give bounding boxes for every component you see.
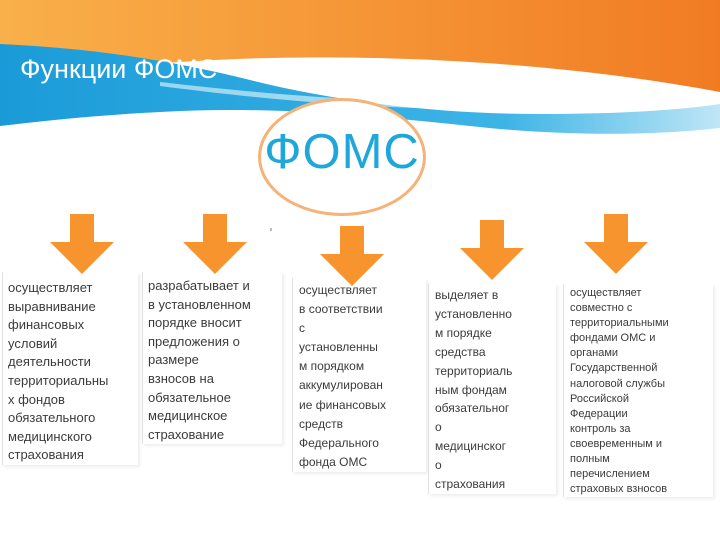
blue-wave <box>0 44 720 134</box>
center-oval <box>258 98 426 216</box>
center-label: ФОМС <box>264 125 420 179</box>
arrow-down-icon <box>50 214 114 274</box>
arrow-down-icon <box>320 226 384 286</box>
stray-dot <box>270 228 272 231</box>
arrow-down-icon <box>183 214 247 274</box>
arrow-down-icon <box>584 214 648 274</box>
orange-band <box>0 0 720 92</box>
arrow-down-icon <box>460 220 524 280</box>
white-highlight <box>160 82 720 110</box>
slide-title: Функции ФОМС <box>20 54 218 84</box>
